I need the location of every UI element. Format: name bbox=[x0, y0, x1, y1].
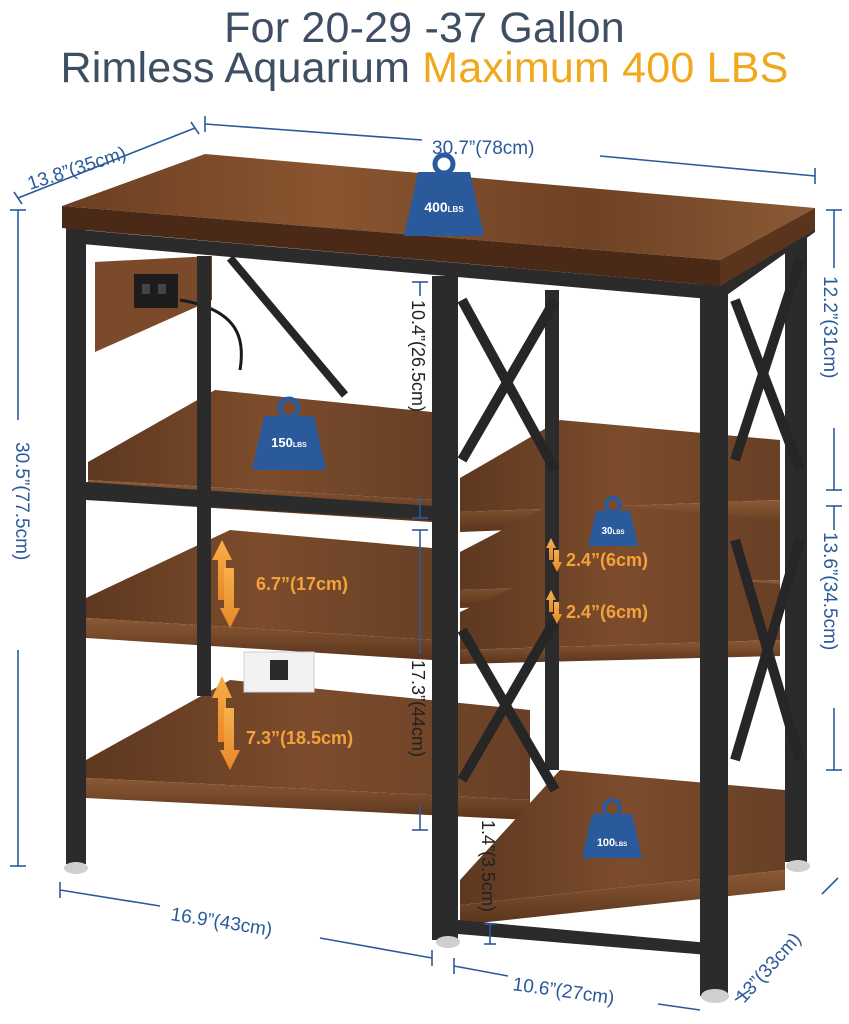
svg-text:13”(33cm): 13”(33cm) bbox=[732, 929, 806, 1007]
back-panel bbox=[95, 256, 243, 371]
gap-label-left-upper: 6.7”(17cm) bbox=[256, 574, 348, 594]
svg-text:1.4”(3.5cm): 1.4”(3.5cm) bbox=[478, 820, 498, 912]
svg-text:10.4”(26.5cm): 10.4”(26.5cm) bbox=[408, 300, 428, 412]
gap-arrow-left-lower bbox=[212, 676, 240, 770]
dimension-right-width: 10.6”(27cm) bbox=[453, 958, 701, 1011]
dimension-center-upper: 10.4”(26.5cm) bbox=[408, 281, 428, 519]
svg-text:100LBS: 100LBS bbox=[597, 837, 627, 849]
headline-accent: Maximum 400 LBS bbox=[422, 44, 789, 92]
headline-line-1: For 20-29 -37 Gallon bbox=[224, 4, 625, 52]
svg-text:17.3”(44cm): 17.3”(44cm) bbox=[408, 660, 428, 757]
gap-arrow-right-lower bbox=[546, 590, 562, 624]
dimension-left-width: 16.9”(43cm) bbox=[59, 882, 433, 966]
dimension-center-lower: 17.3”(44cm) bbox=[408, 529, 428, 831]
svg-text:30LBS: 30LBS bbox=[601, 526, 624, 537]
leveling-feet bbox=[64, 860, 810, 1003]
headline-main: Rimless Aquarium bbox=[60, 44, 411, 92]
dimension-right-lower: 13.6”(34.5cm) bbox=[819, 505, 842, 771]
weight-badge-right-bottom: 100LBS bbox=[582, 798, 642, 858]
svg-text:13.6”(34.5cm): 13.6”(34.5cm) bbox=[819, 532, 840, 650]
svg-text:400LBS: 400LBS bbox=[424, 199, 464, 215]
metal-frame bbox=[66, 218, 815, 996]
gap-label-right-lower: 2.4”(6cm) bbox=[566, 602, 648, 622]
dimension-bottom-clearance: 1.4”(3.5cm) bbox=[478, 820, 498, 945]
svg-text:16.9”(43cm): 16.9”(43cm) bbox=[169, 904, 273, 941]
dimension-total-height: 30.5”(77.5cm) bbox=[10, 209, 32, 867]
svg-text:10.6”(27cm): 10.6”(27cm) bbox=[511, 974, 615, 1009]
shelf-left-bottom bbox=[86, 680, 530, 820]
headline-line-2: Rimless Aquarium Maximum 400 LBS bbox=[0, 44, 849, 93]
dimension-top-width: 30.7”(78cm) bbox=[204, 116, 816, 184]
gap-arrow-right-upper bbox=[546, 538, 562, 572]
dimension-right-upper: 12.2”(31cm) bbox=[819, 209, 842, 491]
shelf-left-middle bbox=[86, 530, 432, 660]
svg-text:150LBS: 150LBS bbox=[271, 435, 307, 450]
dimension-right-depth: 13”(33cm) bbox=[732, 877, 839, 1007]
weight-badge-top: 400LBS bbox=[404, 152, 484, 236]
svg-text:12.2”(31cm): 12.2”(31cm) bbox=[819, 276, 840, 378]
power-outlet-icon bbox=[134, 274, 178, 308]
weight-badge-left-shelf: 150LBS bbox=[252, 396, 326, 470]
weight-badge-right-mid: 30LBS bbox=[588, 496, 638, 546]
gap-label-right-upper: 2.4”(6cm) bbox=[566, 550, 648, 570]
svg-text:30.7”(78cm): 30.7”(78cm) bbox=[432, 138, 534, 159]
svg-text:13.8”(35cm): 13.8”(35cm) bbox=[25, 143, 129, 195]
svg-text:30.5”(77.5cm): 30.5”(77.5cm) bbox=[11, 442, 32, 560]
gap-arrow-left-upper bbox=[212, 540, 240, 628]
gap-label-left-lower: 7.3”(18.5cm) bbox=[246, 728, 353, 748]
